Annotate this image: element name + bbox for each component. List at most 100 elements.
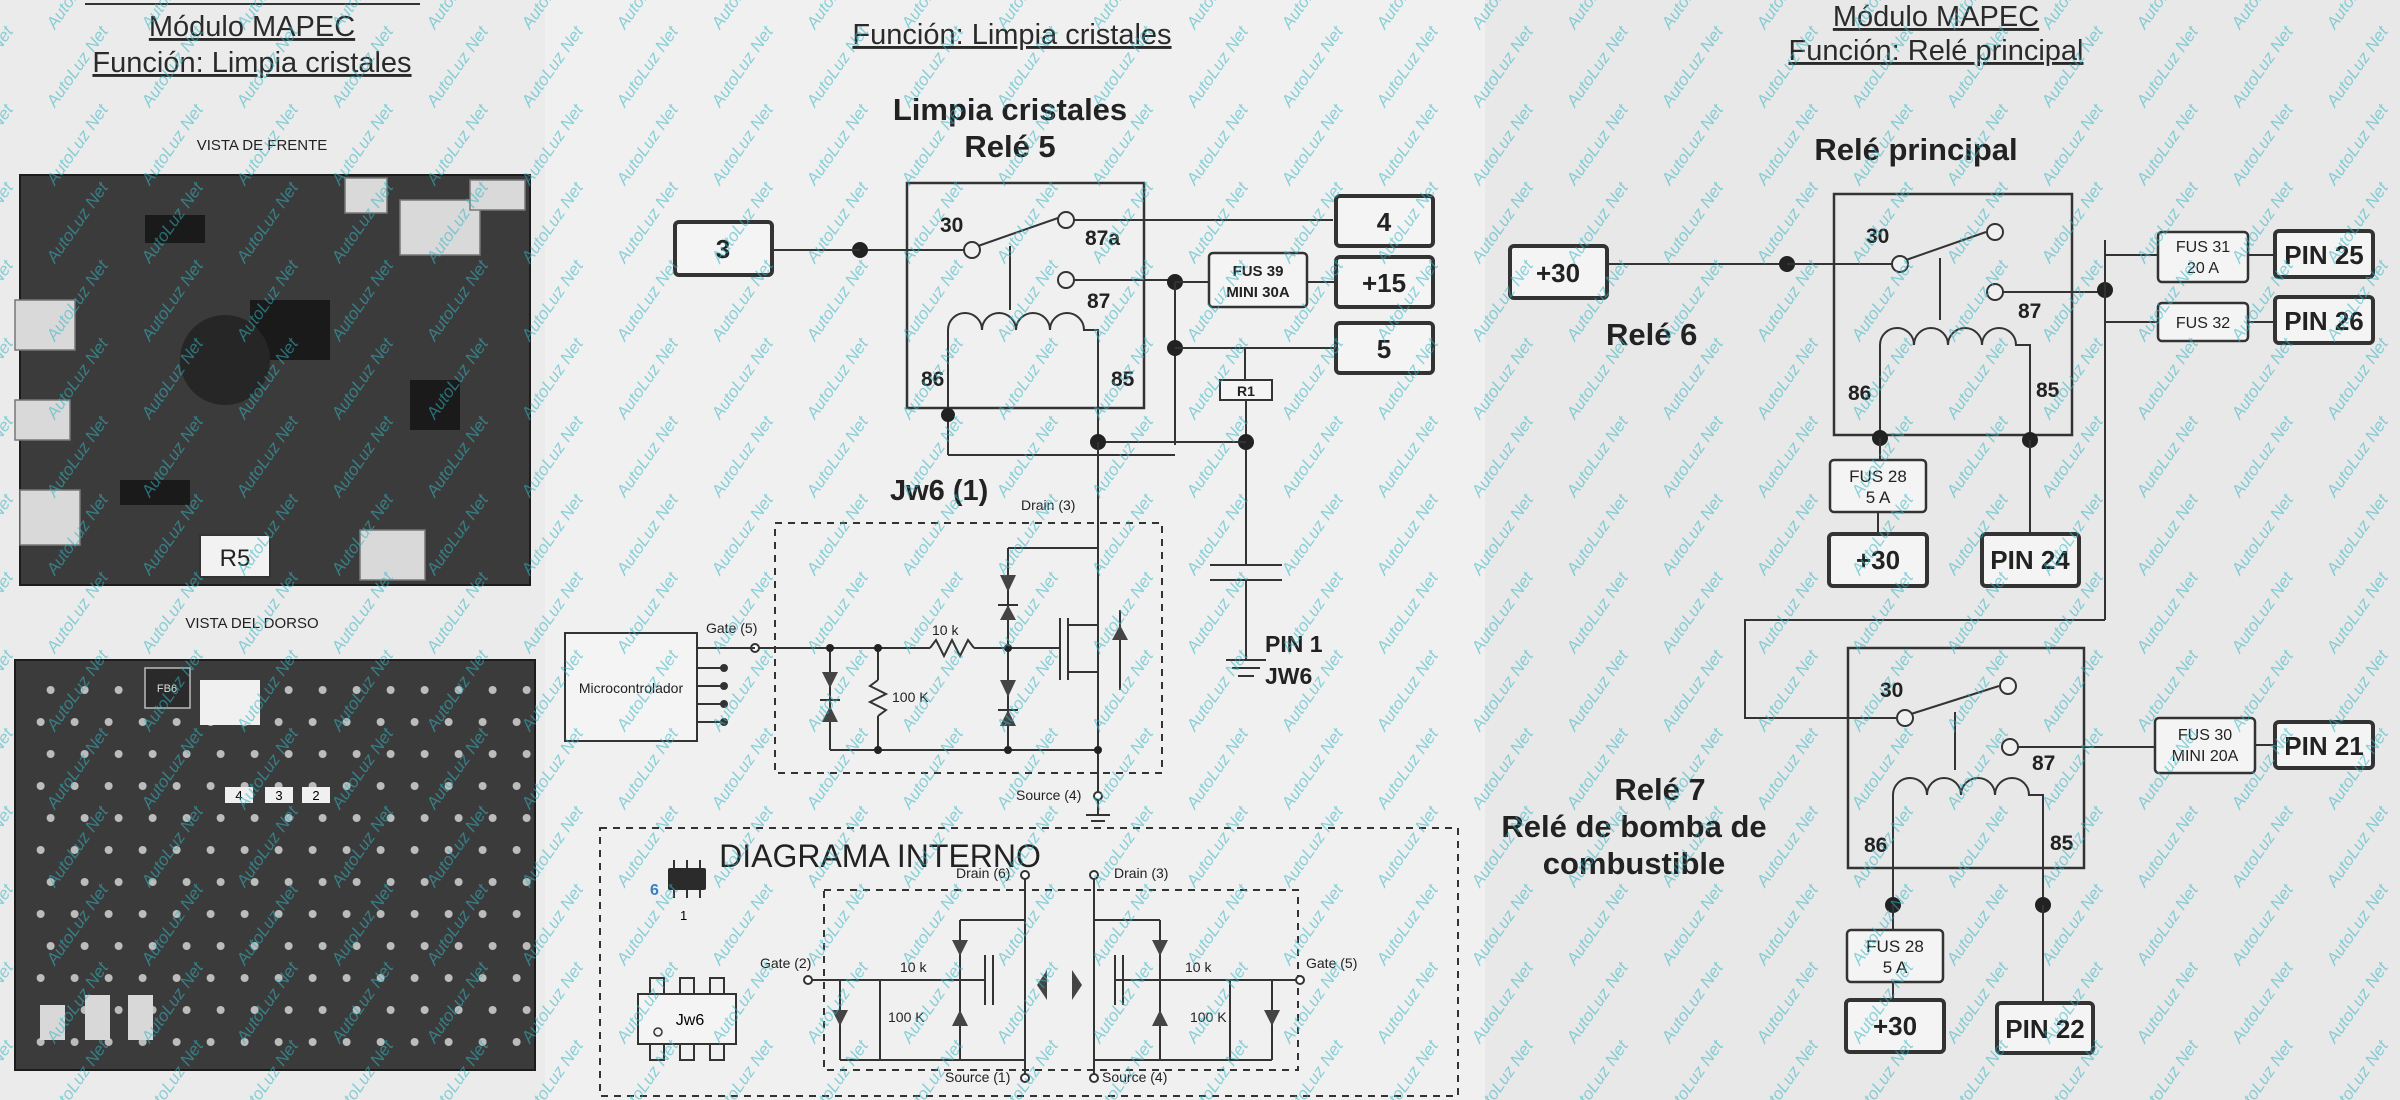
pin1-label-line1: PIN 1: [1265, 631, 1323, 657]
fuse-28b-line2: 5 A: [1883, 958, 1908, 977]
connector-3: [673, 220, 774, 277]
pin21-label: PIN 21: [2284, 731, 2364, 761]
back-board-photo: FB6 4 3 2: [14, 659, 536, 1071]
connector-4: [1334, 194, 1435, 248]
pin21-box: [2273, 720, 2375, 770]
int-drain6-label: Drain (6): [956, 865, 1010, 881]
fuse-28b-line1: FUS 28: [1866, 937, 1924, 956]
connector-plus15: [1334, 255, 1435, 309]
int-gate5-label: Gate (5): [1306, 955, 1357, 971]
r7-term-30: 30: [1880, 679, 1903, 702]
r5-term-30: 30: [940, 214, 963, 237]
internal-diagram-title: DIAGRAMA INTERNO: [719, 838, 1041, 874]
back-chip-text: FB6: [157, 683, 177, 695]
jw6-circuit: Drain (3) Gate (5): [706, 497, 1163, 822]
r7-term-86: 86: [1864, 834, 1887, 857]
jw6-res-10k: 10 k: [932, 622, 959, 638]
int-10k-a: 10 k: [900, 959, 927, 975]
pin22-box: [1995, 1001, 2095, 1055]
fuse-28-b: [1845, 928, 1945, 984]
chip-pin1-label: 1: [680, 908, 687, 923]
rele7-label-line3: combustible: [1543, 846, 1726, 881]
front-board-photo: R5: [14, 174, 531, 586]
connector-5-label: 5: [1377, 334, 1391, 364]
watermark-text: AutoLuz Net: [0, 178, 18, 267]
jw6-title: Jw6 (1): [890, 475, 988, 507]
pin25-box: [2273, 229, 2375, 279]
r5-term-87a: 87a: [1085, 227, 1120, 250]
connector-4-label: 4: [1377, 207, 1392, 237]
int-drain3-label: Drain (3): [1114, 865, 1168, 881]
watermark-text: AutoLuz Net: [422, 22, 493, 111]
right-header-module: Módulo MAPEC: [1833, 1, 2039, 33]
r5-term-86: 86: [921, 368, 944, 391]
relay-7: 30 87 86 85: [1846, 646, 2155, 905]
back-label-4: 4: [235, 788, 242, 803]
jw6-chip-outline: Jw6: [637, 977, 737, 1061]
rele5-title-line1: Limpia cristales: [893, 92, 1127, 127]
watermark-text: AutoLuz Net: [0, 568, 18, 657]
fuse-28a-line1: FUS 28: [1849, 467, 1907, 486]
fuse-39: [1207, 251, 1309, 309]
connector-plus30-a-label: +30: [1856, 545, 1900, 575]
int-source4-label: Source (4): [1102, 1069, 1167, 1085]
left-panel: Módulo MAPEC Función: Limpia cristales V…: [14, 3, 536, 1071]
r5-label: R5: [220, 545, 251, 572]
microcontroller-label: Microcontrolador: [579, 680, 684, 696]
connector-plus30-a: [1827, 532, 1929, 588]
fuse-30-line1: FUS 30: [2178, 727, 2232, 744]
int-source1-label: Source (1): [945, 1069, 1010, 1085]
rele5-title-line2: Relé 5: [964, 129, 1055, 164]
pin25-label: PIN 25: [2284, 240, 2364, 270]
r7-term-85: 85: [2050, 832, 2074, 855]
rele7-label-line1: Relé 7: [1614, 772, 1705, 807]
pin24-box: [1980, 532, 2081, 588]
int-100k-b: 100 K: [1190, 1009, 1227, 1025]
right-header-function: Función: Relé principal: [1789, 35, 2084, 67]
back-view-caption: VISTA DEL DORSO: [185, 615, 318, 632]
microcontroller-box: [564, 632, 698, 742]
pin1-label-line2: JW6: [1265, 663, 1312, 689]
jw6-drain-label: Drain (3): [1021, 497, 1075, 513]
fuse-28a-line2: 5 A: [1866, 488, 1891, 507]
sot23-6-chip-icon: [668, 860, 706, 898]
r7-term-87: 87: [2032, 752, 2055, 775]
int-gate2-label: Gate (2): [760, 955, 811, 971]
pin26-box: [2273, 295, 2375, 345]
front-view-caption: VISTA DE FRENTE: [197, 137, 328, 154]
middle-panel: Función: Limpia cristales Limpia cristal…: [564, 19, 1459, 1097]
rele6-label: Relé 6: [1606, 317, 1697, 352]
right-page-bg: [1485, 0, 2400, 1100]
fuse-30-line2: MINI 20A: [2172, 748, 2239, 765]
watermark-text: AutoLuz Net: [0, 490, 18, 579]
back-label-2: 2: [312, 788, 319, 803]
connector-3-label: 3: [716, 234, 730, 264]
internal-diagram: DIAGRAMA INTERNO 6 1 Jw6: [599, 827, 1459, 1097]
watermark-text: AutoLuz Net: [0, 412, 18, 501]
left-header-function: Función: Limpia cristales: [92, 47, 411, 79]
chip-pin6-label: 6: [650, 882, 659, 899]
fuse-31: [2156, 230, 2250, 284]
connector-plus30-top: [1508, 244, 1609, 300]
pin24-label: PIN 24: [1990, 545, 2070, 575]
connector-plus15-label: +15: [1362, 268, 1406, 298]
left-header-module: Módulo MAPEC: [149, 11, 355, 43]
jw6-source-label: Source (4): [1016, 787, 1081, 803]
int-100k-a: 100 K: [888, 1009, 925, 1025]
jw6-chip-label: Jw6: [676, 1012, 705, 1029]
middle-header: Función: Limpia cristales: [852, 19, 1171, 51]
watermark-text: AutoLuz Net: [0, 22, 18, 111]
fuse-39-line2: MINI 30A: [1226, 284, 1290, 301]
fuse-39-line1: FUS 39: [1233, 263, 1284, 280]
watermark-text: AutoLuz Net: [0, 100, 18, 189]
right-panel: Módulo MAPEC Función: Relé principal Rel…: [1501, 1, 2375, 1055]
r6-term-86: 86: [1848, 382, 1871, 405]
jw6-gate-label: Gate (5): [706, 620, 757, 636]
fuse-31-line2: 20 A: [2187, 260, 2219, 277]
pin26-label: PIN 26: [2284, 306, 2364, 336]
relay-5: 30 87a 87 86 85: [860, 181, 1333, 440]
r5-term-87: 87: [1087, 290, 1110, 313]
jw6-res-100k: 100 K: [892, 689, 929, 705]
